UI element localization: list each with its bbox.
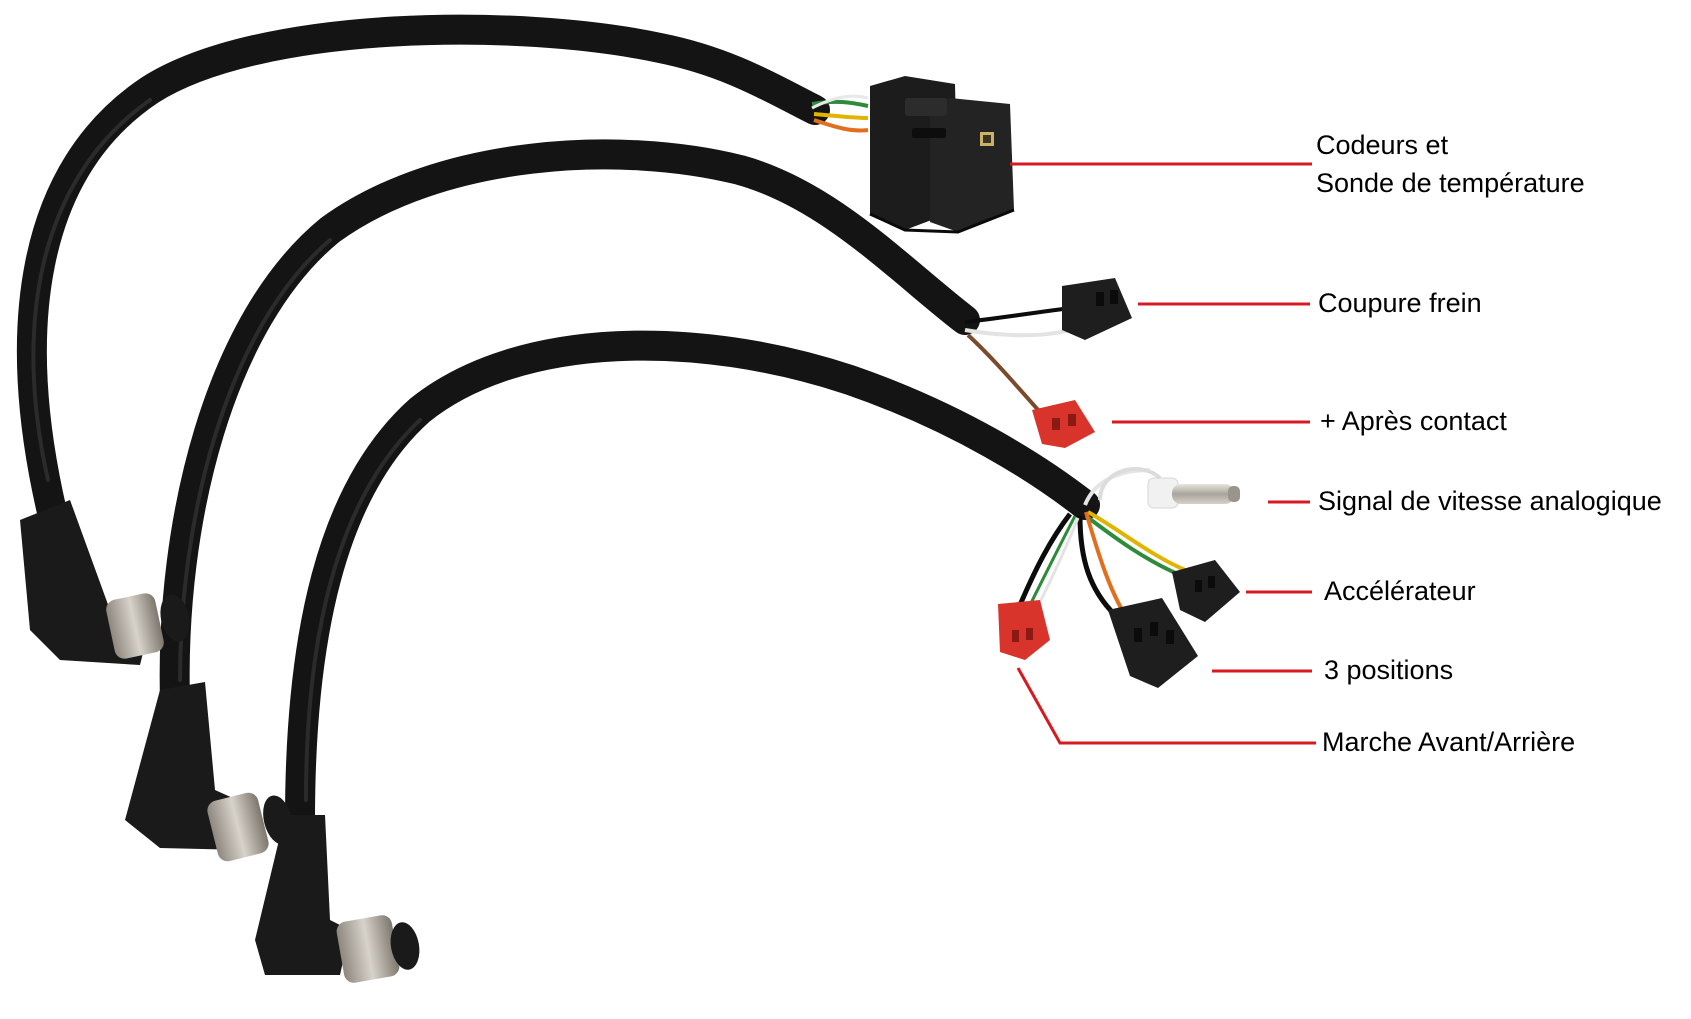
brake-connector-hole-a <box>1096 292 1104 306</box>
wire-orange <box>813 118 869 133</box>
right-angle-connector-1-knurl <box>106 593 164 659</box>
big-connector-pin-inner <box>983 135 991 143</box>
label-accelerateur: Accélérateur <box>1324 576 1476 606</box>
wire-brown <box>966 333 1042 414</box>
three-position-connector-hole-c <box>1166 630 1174 644</box>
label-apres-contact: + Après contact <box>1320 406 1507 436</box>
wire-white-brake <box>964 328 1071 338</box>
forward-reverse-connector <box>998 600 1050 660</box>
accelerator-connector-hole-a <box>1195 580 1202 592</box>
label-coupure-frein: Coupure frein <box>1318 288 1482 318</box>
wire-yellow-acc <box>1087 510 1186 572</box>
speed-probe-wire-loop <box>1098 467 1162 501</box>
after-contact-connector-hole-b <box>1068 414 1076 426</box>
three-position-connector-hole-b <box>1150 622 1158 636</box>
three-position-connector-hole-a <box>1134 628 1142 642</box>
label-codeurs-line1: Codeurs et <box>1316 130 1449 160</box>
accelerator-connector-hole-b <box>1208 576 1215 588</box>
speed-probe-tip <box>1228 486 1240 502</box>
wire-white <box>811 94 869 110</box>
label-signal-vitesse: Signal de vitesse analogique <box>1318 486 1662 516</box>
big-connector-slot <box>912 128 946 138</box>
after-contact-connector <box>1032 400 1095 448</box>
wire-black-pos <box>1077 515 1117 617</box>
cable-encoders-sheath <box>16 14 830 527</box>
big-connector-latch <box>905 98 947 116</box>
right-angle-connector-3-face <box>390 922 420 970</box>
cable-accelerator <box>285 330 1186 835</box>
cable-brake-sheath <box>159 139 980 715</box>
wire-black-brake <box>964 306 1071 324</box>
wire-yellow <box>813 112 869 120</box>
label-trois-positions: 3 positions <box>1324 655 1454 685</box>
forward-reverse-connector-hole-a <box>1012 630 1019 642</box>
label-marche: Marche Avant/Arrière <box>1322 727 1576 757</box>
three-position-connector <box>1108 598 1198 688</box>
big-connector-front <box>930 98 1014 232</box>
after-contact-connector-hole-a <box>1052 418 1060 430</box>
encoder-temperature-connector <box>869 76 1015 234</box>
brake-cutoff-connector <box>1062 278 1132 340</box>
leader-marche <box>1016 667 1316 745</box>
wire-green-fwd <box>1028 515 1077 606</box>
accelerator-connector-body <box>1172 560 1240 622</box>
wire-white-fwd <box>1036 517 1080 607</box>
accelerator-connector <box>1172 560 1240 622</box>
cable-encoders <box>16 14 869 527</box>
cable-encoders-highlight <box>31 98 152 482</box>
right-angle-connector-1-face <box>160 594 190 642</box>
after-contact-connector-body <box>1032 400 1095 448</box>
speed-signal-probe <box>1098 467 1240 509</box>
label-codeurs-line2: Sonde de température <box>1316 168 1585 198</box>
cable-accelerator-highlight <box>304 418 422 802</box>
speed-probe-body <box>1172 484 1234 504</box>
right-angle-connector-2-knurl <box>207 792 269 862</box>
brake-connector-body <box>1062 278 1132 340</box>
wire-black-fwd <box>1017 512 1072 606</box>
right-angle-connector-3 <box>255 815 420 983</box>
wire-green <box>811 99 869 108</box>
brake-connector-hole-b <box>1110 290 1118 304</box>
wire-orange-pos <box>1084 511 1127 617</box>
right-angle-connector-3-boot <box>255 815 350 975</box>
big-connector-shadow <box>869 208 1015 234</box>
right-angle-connector-1 <box>20 500 190 665</box>
three-position-connector-body <box>1108 598 1198 688</box>
right-angle-connector-2 <box>125 682 293 862</box>
cable-accelerator-sheath <box>285 330 1100 835</box>
wire-green-acc <box>1084 514 1181 577</box>
right-angle-connector-3-knurl <box>336 915 400 983</box>
forward-reverse-connector-body <box>998 600 1050 660</box>
forward-reverse-connector-hole-b <box>1026 628 1033 640</box>
leader-lines <box>1010 162 1316 745</box>
